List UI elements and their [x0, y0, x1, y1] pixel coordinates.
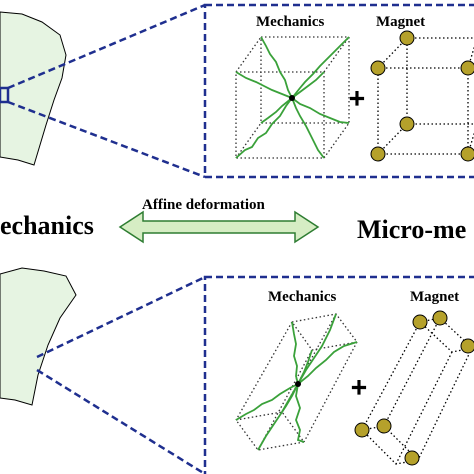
- top-center-node: [289, 95, 295, 101]
- right-scale-label: Micro-me: [357, 215, 466, 244]
- top-magnetics-cube: [377, 37, 474, 155]
- bottom-zoom-line-upper: [36, 275, 206, 359]
- bottom-plus-sign: +: [351, 373, 367, 404]
- top-mechanics-label: Mechanics: [256, 14, 324, 30]
- top-spring-chains: [235, 36, 350, 159]
- bottom-zoom-line-lower: [36, 368, 206, 474]
- arrow-label: Affine deformation: [142, 197, 266, 213]
- top-selection-box: [0, 86, 10, 104]
- bottom-panel-frame: [203, 275, 474, 474]
- bottom-center-node: [295, 381, 301, 387]
- top-panel-frame: [203, 3, 474, 179]
- top-magnetics-label: Magnet: [376, 14, 425, 30]
- bottom-spring-chains: [235, 313, 358, 451]
- top-zoom-line-upper: [7, 3, 206, 90]
- bottom-magnetics-label: Magnet: [410, 289, 459, 305]
- bottom-macro-region: [0, 267, 77, 406]
- top-magnetic-nodes: [370, 30, 474, 162]
- bottom-mechanics-label: Mechanics: [268, 289, 336, 305]
- top-macro-region: [0, 11, 67, 166]
- left-scale-label: echanics: [0, 211, 94, 240]
- top-zoom-line-lower: [7, 100, 206, 179]
- bottom-magnetic-nodes: [354, 310, 474, 466]
- top-plus-sign: +: [349, 84, 365, 115]
- double-arrow: [118, 210, 320, 244]
- bottom-magnetics-prism: [360, 317, 474, 465]
